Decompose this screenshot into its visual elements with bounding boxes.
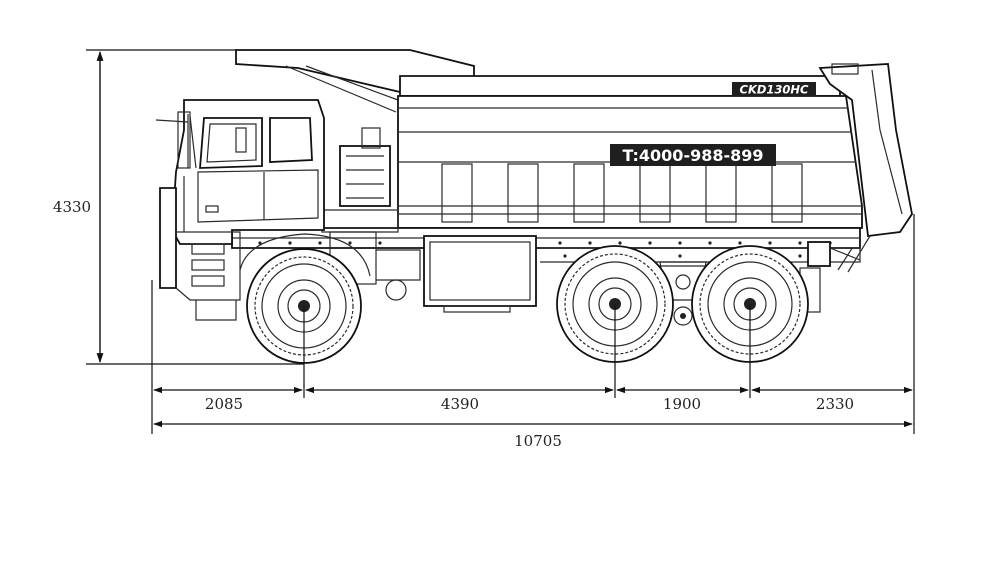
front-overhang-label: 2085 [205, 395, 243, 413]
svg-text:T:4000-988-899: T:4000-988-899 [622, 146, 763, 165]
model-plate: CKD130HC [732, 82, 816, 97]
front-overhang-dimension: 2085 [153, 386, 303, 413]
rear-overhang-label: 2330 [816, 395, 854, 413]
phone-plate: T:4000-988-899 [610, 144, 776, 166]
overall-length-dimension: 10705 [153, 420, 913, 450]
wheelbase-1-dimension: 4390 [305, 386, 614, 413]
front-wheel [239, 233, 371, 364]
overall-length-label: 10705 [514, 432, 562, 450]
rear-overhang-dimension: 2330 [751, 386, 913, 413]
cab [155, 99, 325, 321]
height-label: 4330 [53, 198, 91, 216]
wheelbase-1-label: 4390 [441, 395, 479, 413]
svg-text:CKD130HC: CKD130HC [740, 83, 810, 97]
wheelbase-2-dimension: 1900 [616, 386, 749, 413]
extension-lines [151, 214, 915, 434]
wheelbase-2-label: 1900 [663, 395, 701, 413]
engine-components [321, 127, 421, 301]
height-dimension: 4330 [53, 49, 304, 365]
